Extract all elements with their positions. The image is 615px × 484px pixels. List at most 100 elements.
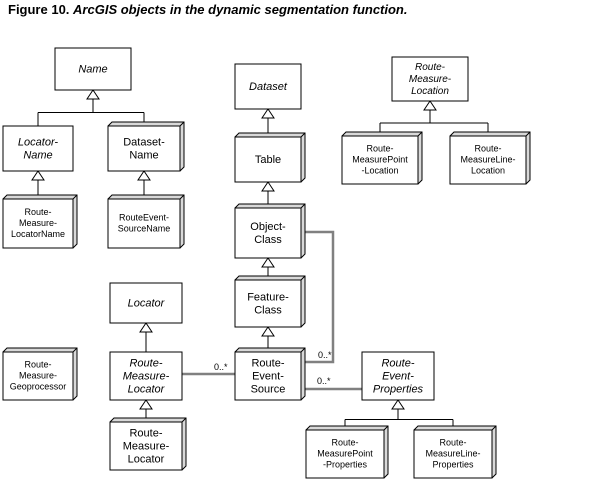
node-label-line: Route- [381, 358, 414, 370]
box-edge [300, 203, 306, 209]
node-label-line: Measure- [123, 371, 170, 383]
box-edge [417, 131, 423, 137]
node-label-line: Route- [331, 438, 358, 448]
node-label-line: Location [411, 86, 449, 97]
node-label-line: LocatorName [11, 229, 65, 239]
inheritance-arrowhead [261, 108, 275, 119]
node-label-line: Table [255, 154, 281, 166]
association-object-class-route-event-source: 0..* [301, 230, 335, 364]
box-face [234, 351, 302, 401]
box-face [234, 63, 302, 110]
box-face [305, 429, 385, 479]
inheritance-name [37, 89, 145, 126]
inheritance-route-measure-location [379, 100, 489, 136]
inheritance-locator [139, 322, 153, 352]
node-label-line: MeasureLine- [460, 155, 515, 165]
node-label-line: MeasurePoint [317, 449, 373, 459]
figure-label: Figure 10. [8, 2, 70, 17]
class-node-locator: Locator [109, 282, 183, 324]
node-label-line: -Properties [323, 460, 368, 470]
box-edge [300, 275, 306, 281]
node-label-line: SourceName [118, 224, 171, 234]
class-node-name: Name [54, 47, 132, 91]
box-face [341, 135, 419, 185]
class-node-route-measure-location: Route-Measure-Location [391, 56, 469, 102]
multiplicity-label: 0..* [317, 376, 331, 386]
box-edge [179, 194, 185, 200]
class-node-route-measure-line-location: Route-MeasureLine-Location [449, 131, 531, 185]
class-node-route-measure-geoprocessor: Route-Measure-Geoprocessor [2, 347, 78, 401]
box-face [234, 207, 302, 259]
edges-layer: 0..* 0..* 0..* [31, 89, 489, 430]
inheritance-arrowhead [261, 181, 275, 192]
box-edge [72, 347, 78, 353]
box-face [107, 125, 181, 172]
node-label-line: Properties [373, 384, 424, 396]
inheritance-arrowhead [391, 399, 405, 410]
node-label-line: Locator [128, 384, 166, 396]
node-label-line: Route- [129, 358, 162, 370]
association-route-measure-locator-abstract-route-event-source: 0..* [182, 362, 235, 376]
node-label-line: Location [471, 166, 505, 176]
class-node-dataset-name: Dataset-Name [107, 121, 185, 172]
inheritance-arrowhead [261, 326, 275, 337]
box-edge [179, 121, 185, 127]
node-label-line: MeasureLine- [425, 449, 480, 459]
class-node-route-measure-line-properties: Route-MeasureLine-Properties [413, 425, 497, 479]
node-label-line: Route- [366, 144, 393, 154]
inheritance-arrowhead [31, 170, 45, 181]
inheritance-arrowhead [139, 322, 153, 333]
box-face [234, 279, 302, 328]
box-edge [300, 347, 306, 353]
box-face [234, 136, 302, 183]
class-node-route-measure-locator-name: Route-Measure-LocatorName [2, 194, 78, 249]
node-label-line: Dataset- [123, 137, 165, 149]
class-node-table: Table [234, 132, 306, 183]
box-face [2, 125, 74, 172]
box-face [2, 351, 74, 401]
node-label-line: Geoprocessor [10, 382, 67, 392]
node-label-line: Measure- [19, 371, 57, 381]
box-face [413, 429, 493, 479]
class-node-route-event-properties: Route-Event-Properties [361, 351, 435, 401]
node-label-line: Source [251, 384, 286, 396]
class-node-route-event-source: Route-Event-Source [234, 347, 306, 401]
node-label-line: Route- [251, 358, 284, 370]
node-label-line: Locator [128, 454, 165, 466]
inheritance-arrowhead [423, 100, 437, 111]
node-label-line: Route- [415, 62, 446, 73]
node-label-line: Class [254, 305, 282, 317]
box-face [2, 198, 74, 249]
figure-caption: ArcGIS objects in the dynamic segmentati… [73, 2, 408, 17]
node-label-line: Event- [382, 371, 414, 383]
box-edge [525, 131, 531, 137]
class-node-object-class: Object-Class [234, 203, 306, 259]
box-face [361, 351, 435, 401]
multiplicity-label: 0..* [318, 350, 332, 360]
node-label-line: MeasurePoint [352, 155, 408, 165]
class-node-route-measure-locator: Route-Measure-Locator [109, 417, 187, 471]
node-label-line: Locator [128, 298, 166, 310]
node-label-line: RouteEvent- [119, 213, 169, 223]
class-node-route-measure-locator-abstract: Route-Measure-Locator [109, 351, 183, 401]
box-face [54, 47, 132, 91]
node-label-line: Route- [474, 144, 501, 154]
box-edge [300, 132, 306, 138]
node-label-line: Object- [250, 221, 286, 233]
node-label-line: Route- [439, 438, 466, 448]
inheritance-arrowhead [137, 170, 151, 181]
box-face [107, 198, 181, 249]
node-label-line: Route- [129, 428, 162, 440]
box-face [109, 351, 183, 401]
inheritance-arrowhead [261, 257, 275, 268]
node-label-line: Properties [432, 460, 474, 470]
inheritance-arrowhead [139, 399, 153, 410]
multiplicity-label: 0..* [214, 362, 228, 372]
association-line [301, 230, 335, 364]
node-label-line: Event- [252, 371, 284, 383]
node-label-line: -Location [361, 166, 398, 176]
box-face [391, 56, 469, 102]
box-edge [491, 425, 497, 431]
node-label-line: Name [23, 150, 52, 162]
